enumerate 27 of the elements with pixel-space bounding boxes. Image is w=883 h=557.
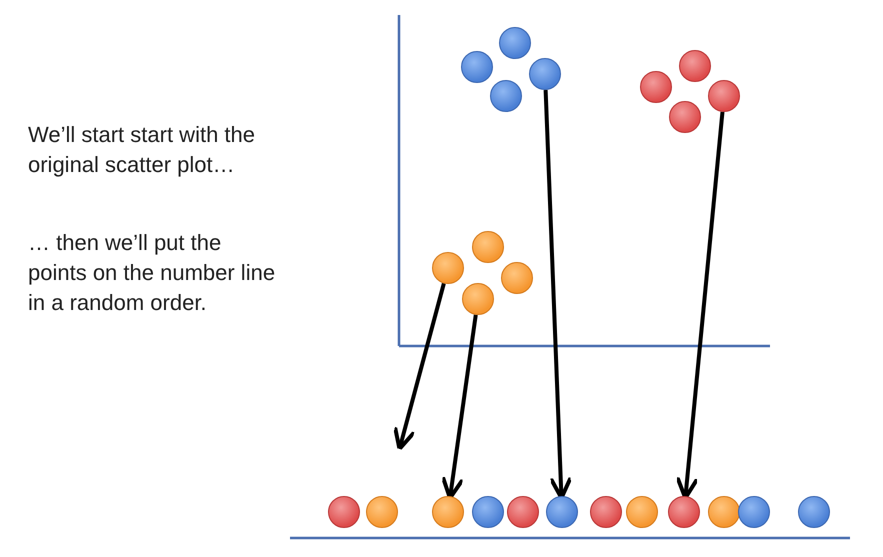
scatter-point <box>529 58 561 90</box>
number-line-point <box>738 496 770 528</box>
caption-text: … then we’ll put the points on the number line in a random order. <box>28 229 276 317</box>
number-line-point <box>668 496 700 528</box>
scatter-point <box>432 252 464 284</box>
scatter-point <box>708 80 740 112</box>
scatter-point <box>501 262 533 294</box>
caption-text: We’ll start start with the original scatter plot… <box>28 121 256 179</box>
number-line-point <box>366 496 398 528</box>
scatter-point <box>669 101 701 133</box>
scatter-point <box>472 231 504 263</box>
scatter-point <box>461 51 493 83</box>
number-line-point <box>507 496 539 528</box>
arrow <box>393 282 446 451</box>
scatter-point <box>679 50 711 82</box>
scatter-point <box>490 80 522 112</box>
scatter-point <box>499 27 531 59</box>
number-line-point <box>328 496 360 528</box>
scatter-point <box>462 283 494 315</box>
number-line-point <box>798 496 830 528</box>
scatter-point <box>640 71 672 103</box>
number-line-point <box>472 496 504 528</box>
number-line-point <box>546 496 578 528</box>
number-line-point <box>432 496 464 528</box>
number-line-point <box>590 496 622 528</box>
number-line-point <box>626 496 658 528</box>
number-line-point <box>708 496 740 528</box>
